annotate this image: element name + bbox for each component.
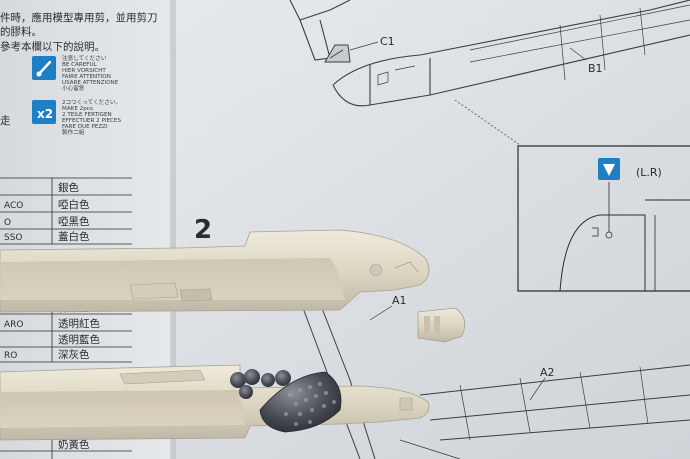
svg-text:ACO: ACO bbox=[4, 201, 23, 211]
svg-text:EFFECTUER 2 PIECES: EFFECTUER 2 PIECES bbox=[62, 118, 121, 124]
metal-nose-weights bbox=[230, 369, 342, 433]
fuselage-half-upper bbox=[0, 229, 430, 313]
detail-inset bbox=[517, 145, 690, 292]
instruction-line-1: 件時，應用模型專用剪，並用剪刀 bbox=[0, 11, 158, 24]
diagram-fuselage-top bbox=[289, 0, 690, 107]
leader-a2 bbox=[529, 377, 546, 401]
svg-text:啞白色: 啞白色 bbox=[58, 198, 90, 211]
svg-text:BE CAREFUL: BE CAREFUL bbox=[62, 62, 98, 68]
svg-text:FARE DUE PEZZI: FARE DUE PEZZI bbox=[62, 124, 108, 130]
diagram-seat-c1 bbox=[324, 44, 351, 63]
make-two-icon: x2 bbox=[32, 100, 56, 124]
make-two-notice: 2コつくってください。 MAKE 2pcs. 2 TEILE FERTIGEN … bbox=[62, 99, 121, 136]
nose-part bbox=[417, 307, 466, 343]
svg-text:銀色: 銀色 bbox=[58, 181, 79, 194]
leader-c1 bbox=[349, 41, 379, 51]
leader-a1 bbox=[369, 305, 393, 321]
color-table-top bbox=[0, 177, 132, 245]
svg-text:小心留意: 小心留意 bbox=[62, 84, 85, 92]
svg-text:奶黃色: 奶黃色 bbox=[58, 438, 90, 451]
label-a2: A2 bbox=[540, 366, 555, 379]
svg-text:HIER VORSICHT: HIER VORSICHT bbox=[62, 68, 106, 74]
label-b1: B1 bbox=[588, 62, 603, 75]
svg-text:RO: RO bbox=[4, 351, 17, 361]
guide-line bbox=[454, 99, 521, 146]
instruction-text: 件時，應用模型專用剪，並用剪刀 的膠料。 參考本欄以下的說明。 bbox=[0, 11, 158, 53]
svg-text:x2: x2 bbox=[37, 107, 53, 121]
instruction-line-2: 的膠料。 bbox=[0, 25, 42, 38]
label-a1: A1 bbox=[392, 294, 407, 307]
svg-text:2 TEILE FERTIGEN: 2 TEILE FERTIGEN bbox=[62, 112, 112, 118]
careful-icon bbox=[32, 56, 56, 80]
careful-notice: 注意してください BE CAREFUL HIER VORSICHT FAIRE … bbox=[62, 54, 119, 92]
page-fold bbox=[170, 0, 176, 459]
svg-text:O: O bbox=[4, 218, 11, 228]
leader-b1 bbox=[569, 47, 587, 61]
svg-text:SSO: SSO bbox=[4, 233, 23, 243]
step-number: 2 bbox=[194, 215, 212, 245]
color-table-top-text: 銀色 ACO 啞白色 O 啞黑色 SSO 蓋白色 bbox=[4, 181, 90, 243]
diagram-wing-lower bbox=[299, 297, 690, 459]
svg-text:啞黑色: 啞黑色 bbox=[58, 215, 90, 228]
svg-text:透明藍色: 透明藍色 bbox=[58, 333, 100, 346]
svg-text:透明紅色: 透明紅色 bbox=[58, 317, 100, 330]
svg-text:2コつくってください。: 2コつくってください。 bbox=[62, 99, 121, 106]
label-c1: C1 bbox=[380, 35, 395, 48]
svg-text:FAIRE ATTENTION: FAIRE ATTENTION bbox=[62, 74, 111, 80]
instruction-line-3: 參考本欄以下的說明。 bbox=[0, 40, 105, 53]
svg-text:USARE ATTENZIONE: USARE ATTENZIONE bbox=[62, 80, 119, 86]
svg-text:注意してください: 注意してください bbox=[62, 54, 107, 62]
svg-text:MAKE 2pcs.: MAKE 2pcs. bbox=[62, 106, 95, 112]
svg-text:蓋白色: 蓋白色 bbox=[58, 230, 90, 243]
side-character: 走 bbox=[0, 115, 11, 127]
svg-text:深灰色: 深灰色 bbox=[58, 348, 90, 361]
label-detail: (L.R) bbox=[636, 166, 662, 179]
svg-text:ARO: ARO bbox=[4, 320, 24, 330]
svg-text:製作二組: 製作二組 bbox=[62, 128, 85, 136]
